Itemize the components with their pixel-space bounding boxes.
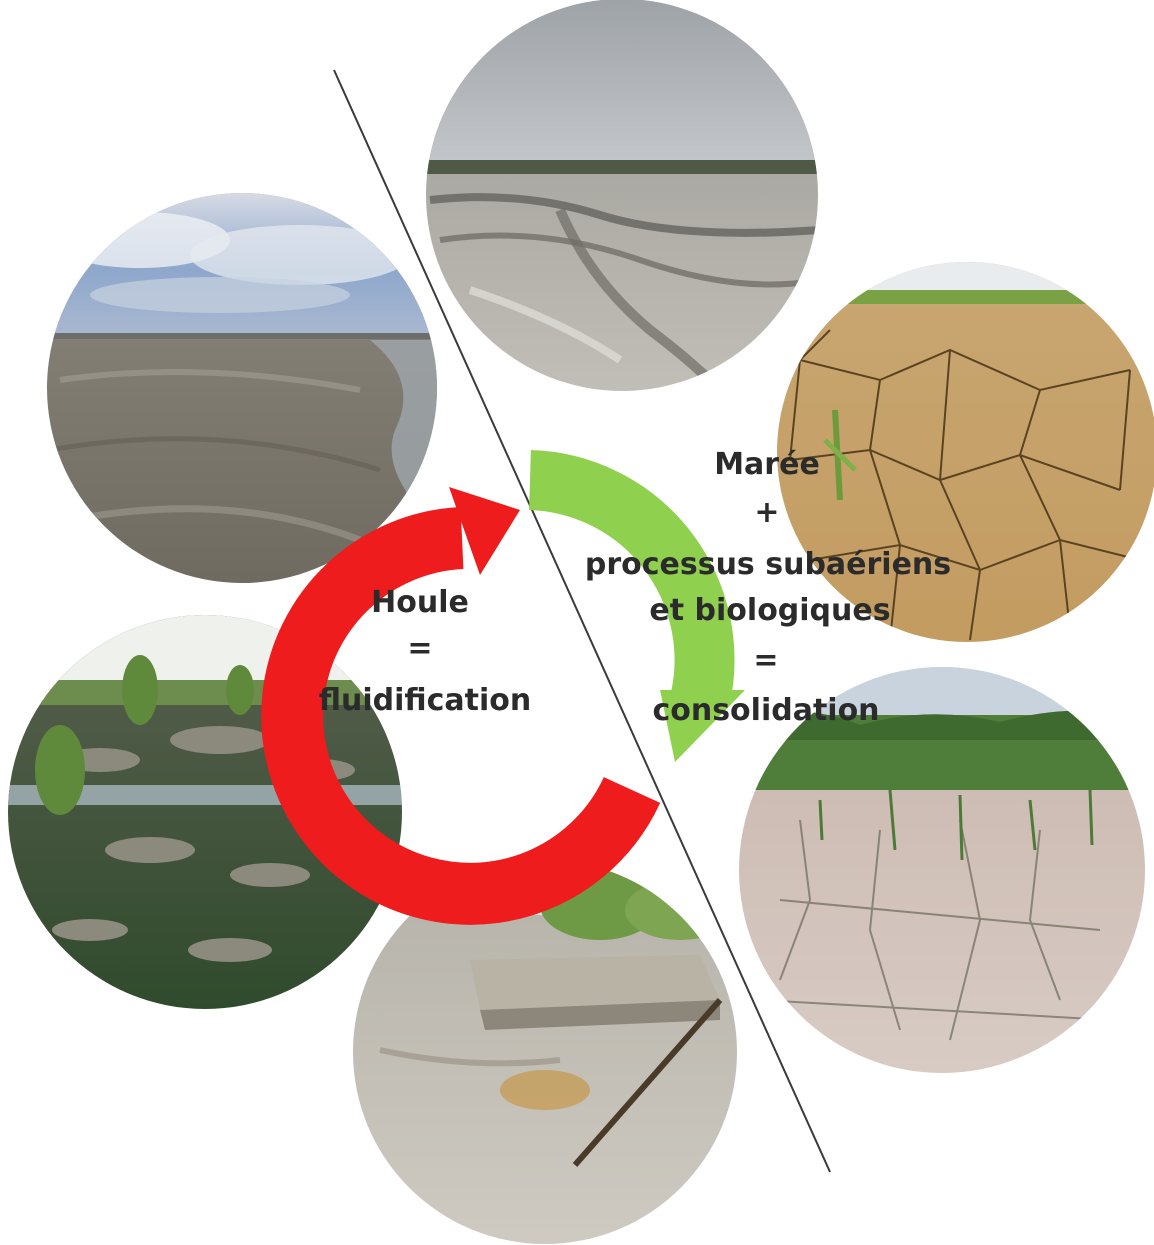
wave-cycle-arrow (261, 487, 661, 925)
wave-label: Houle = fluidification (319, 585, 532, 718)
tide-label: Marée + processus subaériens et biologiq… (585, 447, 951, 728)
tide-label-line6: consolidation (652, 693, 879, 728)
wave-label-line1: Houle (371, 585, 469, 620)
wet-mudflat-channels-photo (426, 0, 818, 391)
tide-label-line3: processus subaériens (585, 547, 951, 582)
divider-line (333, 69, 831, 1173)
tide-label-line4: et biologiques (649, 593, 890, 628)
tide-label-line5: = (753, 643, 778, 678)
tide-cycle-arrow (528, 450, 745, 762)
tide-label-line1: Marée (714, 447, 820, 482)
wave-label-line2: = (407, 631, 432, 666)
tide-label-line2: + (754, 495, 779, 530)
wave-label-line3: fluidification (319, 683, 532, 718)
mud-young-mangroves-photo (739, 667, 1145, 1073)
